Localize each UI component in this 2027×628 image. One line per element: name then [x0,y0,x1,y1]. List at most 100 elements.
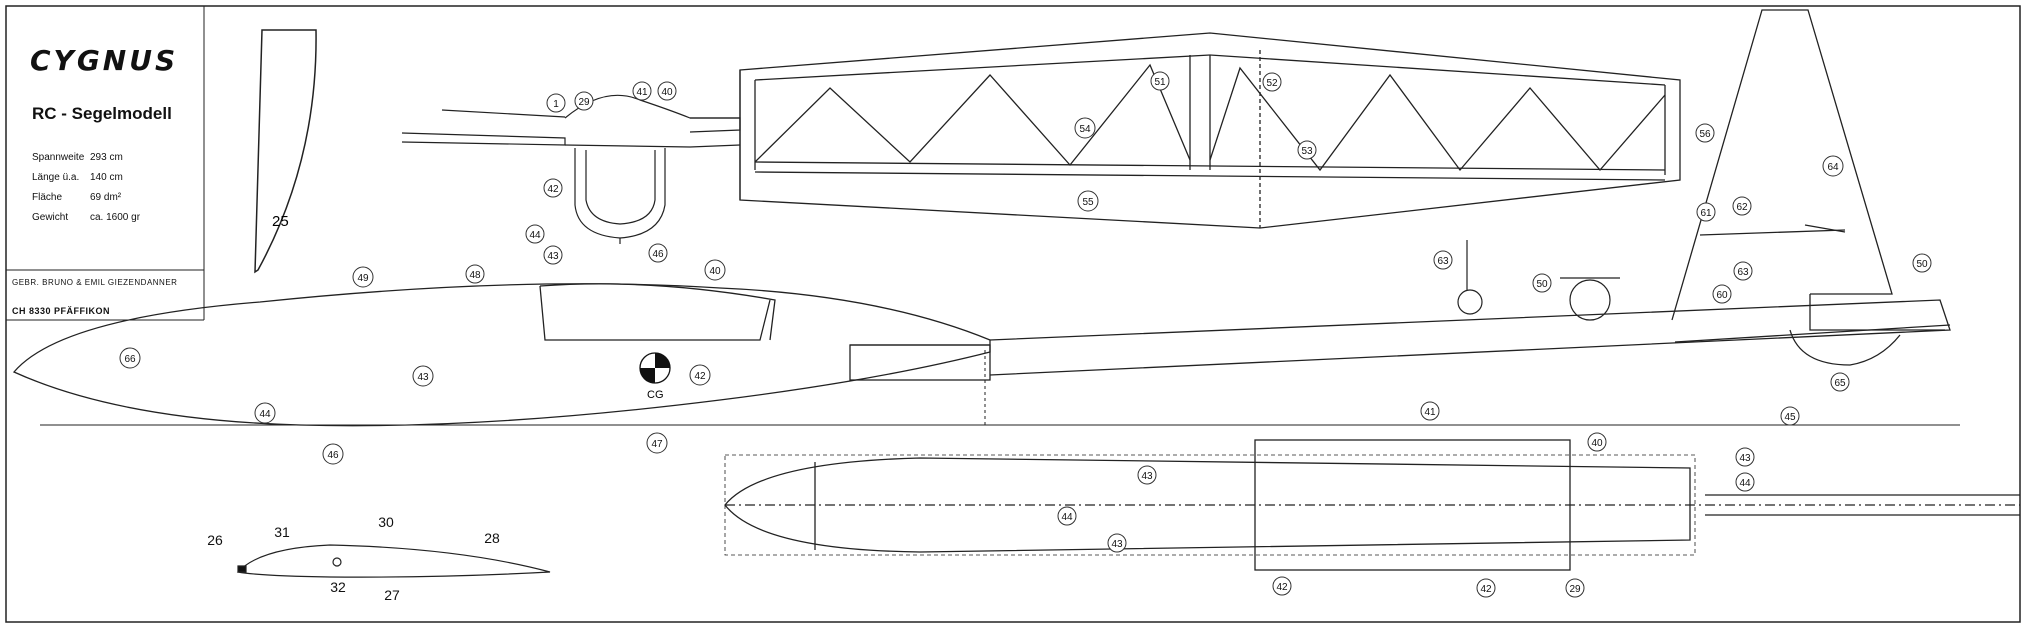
svg-text:42: 42 [1276,582,1288,593]
callout: 44 [1735,472,1755,492]
rib-template: 25 [254,29,317,274]
callout: 49 [352,266,374,288]
callout: 44 [525,224,545,244]
callout: 56 [1695,123,1715,143]
model-subtitle: RC - Segelmodell [32,104,172,123]
callout: 64 [1822,155,1844,177]
callout: 31 [274,524,290,540]
maker-name: GEBR. BRUNO & EMIL GIEZENDANNER [12,278,178,287]
svg-text:60: 60 [1716,290,1728,301]
spec-value: 69 dm² [90,192,122,203]
callout: 44 [1057,506,1077,526]
svg-text:41: 41 [1424,407,1436,418]
svg-text:40: 40 [709,266,721,277]
svg-text:32: 32 [330,579,346,595]
callout: 65 [1830,372,1850,392]
callout: 54 [1074,117,1096,139]
callout: 42 [1476,578,1496,598]
callout: 43 [1107,533,1127,553]
callout: 32 [330,579,346,595]
svg-text:42: 42 [1480,584,1492,595]
spec-value: 140 cm [90,172,123,183]
svg-text:44: 44 [529,230,541,241]
svg-text:53: 53 [1301,146,1313,157]
svg-text:46: 46 [327,450,339,461]
spec-row: Gewicht ca. 1600 gr [32,212,140,223]
spec-label: Gewicht [32,212,69,223]
callout: 43 [1137,465,1157,485]
svg-text:42: 42 [547,184,559,195]
callout: 50 [1532,273,1552,293]
tail-fin [1671,9,1945,366]
fuselage-side-view [12,283,1951,427]
svg-text:41: 41 [636,87,648,98]
callout: 29 [574,91,594,111]
svg-text:31: 31 [274,524,290,540]
callout: 41 [1420,401,1440,421]
callout: 55 [1077,190,1099,212]
part-callouts: 49 48 40 43 44 46 47 42 66 1 29 41 40 42… [119,71,1932,603]
svg-text:50: 50 [1916,259,1928,270]
callout: 42 [543,178,563,198]
svg-text:25: 25 [272,213,289,230]
callout: 61 [1696,202,1716,222]
callout: 60 [1712,284,1732,304]
spec-label: Fläche [32,192,63,203]
callout: 42 [1272,576,1292,596]
svg-text:44: 44 [259,409,271,420]
svg-text:29: 29 [578,97,590,108]
callout: 29 [1565,578,1585,598]
tail-details [1457,240,1620,321]
callout: 42 [689,364,711,386]
spec-row: Fläche 69 dm² [32,192,121,203]
callout: 52 [1262,72,1282,92]
spec-value: ca. 1600 gr [90,212,141,223]
svg-text:61: 61 [1700,208,1712,219]
title-block [6,6,205,321]
svg-text:28: 28 [484,530,500,546]
callout: 41 [632,81,652,101]
cg-marker: CG [639,352,671,401]
callout: 40 [657,81,677,101]
svg-text:CG: CG [647,389,664,401]
callout: 27 [384,587,400,603]
svg-text:62: 62 [1736,202,1748,213]
spec-value: 293 cm [90,152,123,163]
svg-text:40: 40 [661,87,673,98]
callout: 28 [484,530,500,546]
spec-label: Länge ü.a. [32,172,80,183]
svg-text:43: 43 [1111,539,1123,550]
svg-text:55: 55 [1082,197,1094,208]
svg-text:45: 45 [1784,412,1796,423]
svg-text:27: 27 [384,587,400,603]
callout: 51 [1150,71,1170,91]
maker-city: CH 8330 PFÄFFIKON [12,306,111,316]
svg-text:43: 43 [1141,471,1153,482]
svg-text:66: 66 [124,354,136,365]
spec-label: Spannweite [32,152,85,163]
model-title: CYGNUS [30,44,179,77]
callout: 43 [543,245,563,265]
svg-text:49: 49 [357,273,369,284]
svg-text:63: 63 [1437,256,1449,267]
svg-text:40: 40 [1591,438,1603,449]
callout: 46 [648,243,668,263]
svg-text:43: 43 [1739,453,1751,464]
svg-text:42: 42 [694,371,706,382]
svg-text:29: 29 [1569,584,1581,595]
sheet-border [5,5,2021,623]
svg-text:63: 63 [1737,267,1749,278]
callout: 47 [646,432,668,454]
callout: 46 [322,443,344,465]
svg-text:65: 65 [1834,378,1846,389]
wing-section-detail [401,94,741,244]
svg-text:26: 26 [207,532,223,548]
svg-text:43: 43 [417,372,429,383]
svg-text:1: 1 [553,99,559,110]
svg-text:56: 56 [1699,129,1711,140]
callout: 45 [1780,406,1800,426]
svg-text:47: 47 [651,439,663,450]
callout: 50 [1912,253,1932,273]
callout: 63 [1733,261,1753,281]
callout: 48 [465,264,485,284]
